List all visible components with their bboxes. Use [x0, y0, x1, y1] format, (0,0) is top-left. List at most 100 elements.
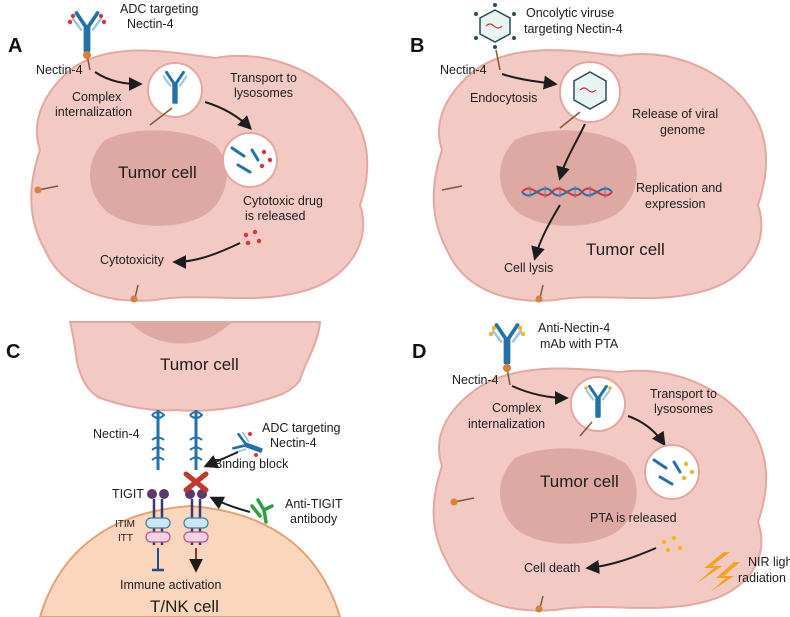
nir-lightning-icon-d: [696, 552, 740, 592]
complex-label-d-2: internalization: [468, 417, 545, 431]
arrow-d-3: [585, 547, 657, 574]
nectin-label-c: Nectin-4: [93, 427, 140, 441]
antibody-label-c-2: antibody: [290, 512, 338, 526]
tnk-label-c: T/NK cell: [150, 597, 219, 616]
tigit-receptor-icon-c-1: [145, 489, 171, 545]
arrow-b-2: [556, 123, 586, 181]
replication-label-b-1: Replication and: [636, 181, 722, 195]
endosome-stalk-d: [579, 421, 593, 437]
lysosome-a: [222, 132, 278, 188]
itim-label-c: ITIM: [115, 519, 135, 530]
receptor-tip-icon-a-2: [34, 186, 42, 194]
tigit-label-c: TIGIT: [112, 487, 144, 501]
nectin-receptor-b-3: [539, 284, 544, 299]
receptor-tip-icon-b: [535, 295, 543, 303]
antibody-label-c-1: Anti-TIGIT: [285, 497, 343, 511]
itt-label-c: ITT: [118, 533, 133, 544]
mab-label-d-2: mAb with PTA: [540, 337, 619, 351]
endosome-stalk-a: [149, 107, 173, 126]
tumor-cell-label-c: Tumor cell: [160, 355, 239, 374]
transport-label-d-1: Transport to: [650, 387, 717, 401]
panel-d: D Tumor cell Anti-Nectin-4 mAb with PTA …: [412, 321, 790, 613]
released-pta-icon-d: [661, 535, 683, 553]
adc-label-c-2: Nectin-4: [270, 436, 317, 450]
panel-a: A Tumor cell ADC targeting Nectin-4 Nect…: [8, 2, 369, 303]
tumor-cell-label-b: Tumor cell: [586, 240, 665, 259]
panel-d-letter: D: [412, 341, 426, 363]
endocytosis-label-b: Endocytosis: [470, 91, 537, 105]
nectin-label-a: Nectin-4: [36, 63, 83, 77]
nectin-label-d: Nectin-4: [452, 373, 499, 387]
arrow-a-2: [204, 101, 252, 130]
adc-antibody-icon-c: [230, 430, 267, 462]
antibody-fragments-a: [230, 146, 260, 174]
receptor-tip-icon-d-3: [535, 605, 543, 613]
receptor-tip-icon-a: [83, 51, 91, 59]
panel-a-letter: A: [8, 35, 22, 57]
panel-c: C Tumor cell T/NK cell Nectin-4: [6, 321, 343, 617]
pta-payload-icon-d: [681, 461, 695, 481]
adc-antibody-icon-a: [67, 11, 107, 53]
receptor-tip-icon-d: [503, 364, 511, 372]
nucleus-c: [130, 322, 232, 344]
outcome-label-d: Cell death: [524, 561, 580, 575]
arrow-c-2: [209, 496, 251, 513]
transport-label-d-2: lysosomes: [654, 402, 713, 416]
transport-label-a-2: lysosomes: [234, 86, 293, 100]
pta-label-d: PTA is released: [590, 511, 677, 525]
nectin-receptor-b-2: [441, 185, 463, 191]
arrow-c-1: [203, 451, 239, 468]
activation-label-c: Immune activation: [120, 578, 221, 592]
nectin-receptor-icon-c-1: [151, 410, 166, 470]
virus-label-b-2: targeting Nectin-4: [524, 22, 623, 36]
binding-block-icon-c: [183, 471, 209, 493]
arrow-d-2: [627, 415, 666, 447]
drug-label-a-1: Cytotoxic drug: [243, 194, 323, 208]
adc-label-c-1: ADC targeting: [262, 421, 341, 435]
receptor-tip-icon-a-3: [130, 295, 138, 303]
outcome-label-a: Cytotoxicity: [100, 253, 165, 267]
nir-label-d-1: NIR light: [748, 555, 790, 569]
endosome-stalk-b: [559, 111, 581, 129]
nectin-receptor-b: [495, 49, 501, 71]
complex-label-d-1: Complex: [492, 401, 542, 415]
complex-label-a-2: internalization: [55, 105, 132, 119]
tumor-cell-label-d: Tumor cell: [540, 472, 619, 491]
tumor-cell-label-a: Tumor cell: [118, 163, 197, 182]
drug-label-a-2: is released: [245, 209, 305, 223]
nir-label-d-2: radiation: [738, 571, 786, 585]
nectin-receptor-a-3: [134, 284, 139, 299]
block-label-c: Binding block: [214, 457, 289, 471]
outcome-label-b: Cell lysis: [504, 261, 553, 275]
released-drug-icon-a: [243, 229, 262, 246]
arrow-a-3: [172, 242, 241, 269]
internalized-virus-icon-b: [573, 71, 607, 110]
oncolytic-virus-icon-b: [474, 3, 516, 49]
adc-label-a-1: ADC targeting: [120, 2, 199, 16]
transport-label-a-1: Transport to: [230, 71, 297, 85]
tigit-receptor-icon-c-2: [183, 489, 209, 545]
dna-helix-icon-b: [521, 186, 613, 198]
panel-b-letter: B: [410, 35, 424, 57]
arrow-b-3: [531, 204, 561, 261]
anti-tigit-antibody-icon-c: [250, 498, 274, 524]
nucleus-a: [90, 130, 227, 226]
mab-label-d-1: Anti-Nectin-4: [538, 321, 610, 335]
release-label-b-1: Release of viral: [632, 107, 718, 121]
nucleus-b: [500, 130, 637, 226]
arrow-d-1: [511, 385, 569, 405]
tumor-cell-c: [68, 321, 322, 412]
nectin-receptor-icon-c-2: [189, 410, 204, 470]
complex-label-a-1: Complex: [72, 90, 122, 104]
virus-label-b-1: Oncolytic viruse: [526, 6, 614, 20]
nectin-label-b: Nectin-4: [440, 63, 487, 77]
receptor-tip-icon-d-2: [450, 498, 458, 506]
mab-pta-antibody-icon-d: [488, 323, 526, 365]
drug-payload-icon-a: [259, 149, 273, 169]
arrow-b-1: [501, 73, 558, 90]
nucleus-d: [500, 448, 637, 544]
adc-label-a-2: Nectin-4: [127, 17, 174, 31]
panel-c-letter: C: [6, 341, 20, 363]
replication-label-b-2: expression: [645, 197, 705, 211]
